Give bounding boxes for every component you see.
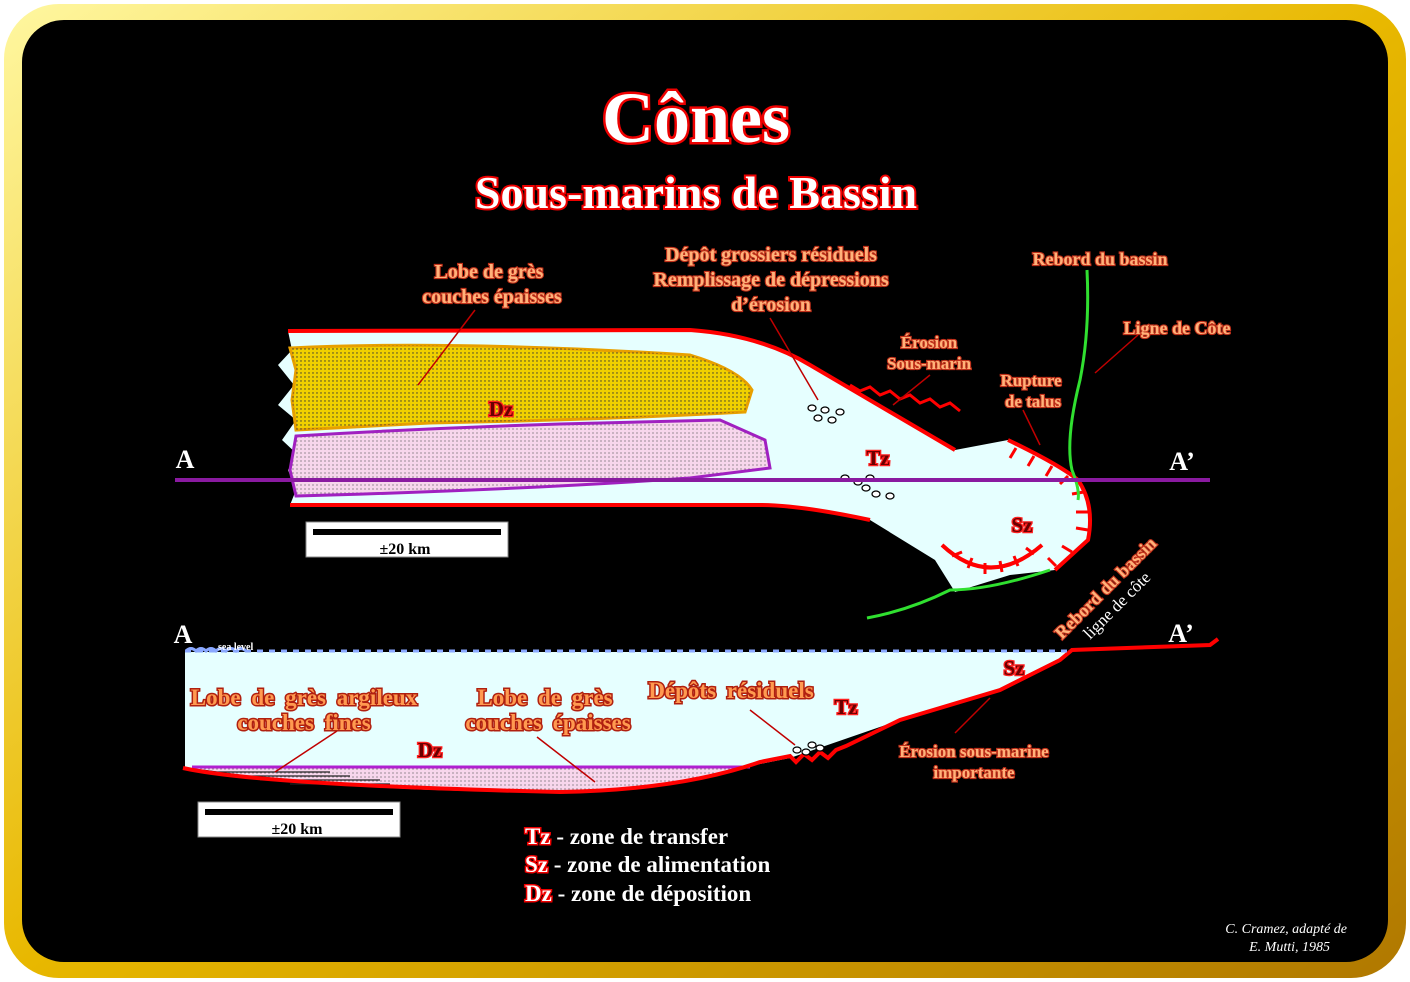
erosion-scallops [849,383,961,413]
basin-floor [182,637,1220,795]
subtitle: Sous-marins de Bassin [475,167,917,218]
section-start-label: A [174,620,193,649]
fan-bottom-boundary [290,503,871,522]
sz-zone-label: Sz [1004,656,1025,680]
dz-zone-label: Dz [489,397,514,421]
section-end-label: A’ [1168,619,1194,648]
water-body [185,652,1070,790]
rebord-label: Rebord du bassin [1032,249,1167,269]
scale-label: ±20 km [271,821,323,838]
fan-top-boundary [287,327,957,452]
coastline-upper [1068,269,1090,501]
canyon-head-scarp [940,543,1044,570]
legend: Tz - zone de transfer Sz - zone de alime… [524,823,771,908]
scale-bar: ±20 km [197,801,401,838]
lobe-deposits [192,768,740,792]
legend-item-tz: Tz - zone de transfer [525,824,728,849]
residual-deposits [792,741,825,756]
leader-lines [274,697,991,783]
dz-zone-label: Dz [418,738,443,762]
legend-item-sz: Sz - zone de alimentation [525,852,771,877]
scale-bar: ±20 km [305,521,509,558]
title: Cônes [602,78,790,158]
tz-zone-label: Tz [834,695,857,719]
section-start-label: A [176,445,195,474]
scale-label: ±20 km [379,541,431,558]
sz-zone-label: Sz [1012,513,1033,537]
ligne-cote-label: Ligne de Côte [1124,318,1231,338]
leader-lines [417,309,1139,446]
sea-level-label: sea level [218,642,253,653]
section-end-label: A’ [1169,447,1195,476]
depots-residuels-label: Dépôts résiduels [648,678,813,703]
canyon-head-ticks [951,546,1035,574]
yellow-lobe-texture [290,345,752,430]
tz-zone-label: Tz [866,446,889,470]
coastline-lower [866,568,1051,620]
legend-item-dz: Dz - zone de déposition [525,881,751,906]
